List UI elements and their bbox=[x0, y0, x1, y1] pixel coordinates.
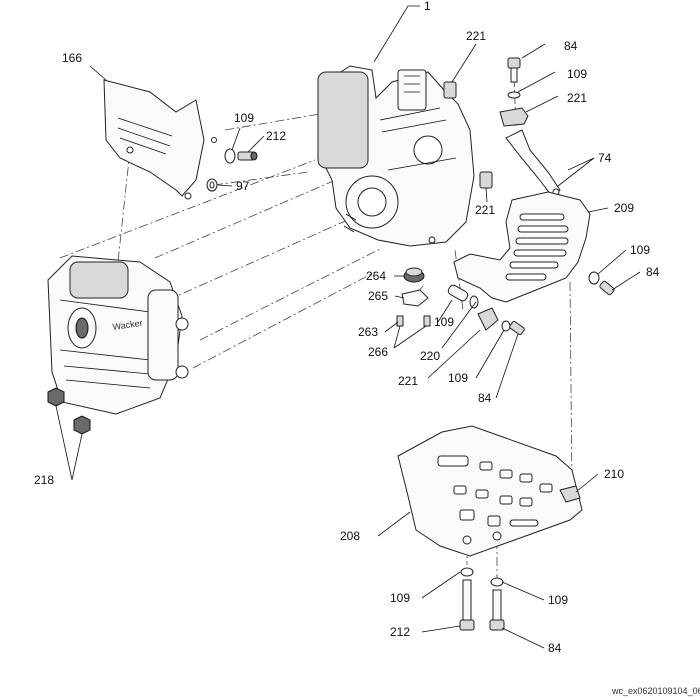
callout-263: 263 bbox=[358, 325, 378, 339]
callout-266: 266 bbox=[368, 345, 388, 359]
washer-109-center bbox=[469, 295, 479, 309]
clip-221-bottom bbox=[477, 307, 499, 331]
cap-264 bbox=[403, 267, 425, 283]
washer-109-low-right bbox=[490, 577, 504, 587]
bracket-74 bbox=[505, 129, 561, 197]
spacer-220 bbox=[447, 284, 469, 302]
bolt-84-right bbox=[599, 280, 615, 296]
bolt-212-low bbox=[459, 579, 475, 631]
callout-109-bottom: 109 bbox=[448, 371, 468, 385]
clip-221-right bbox=[499, 107, 529, 127]
callout-109-low-right: 109 bbox=[548, 593, 568, 607]
callout-84-center: 84 bbox=[478, 391, 492, 405]
nut-218-upper bbox=[47, 387, 65, 407]
washer-109-right bbox=[588, 271, 600, 285]
callout-84-top: 84 bbox=[564, 39, 578, 53]
clip-210 bbox=[559, 485, 581, 503]
callout-264: 264 bbox=[366, 269, 386, 283]
washer-109-low-left bbox=[460, 567, 474, 577]
bolt-212-upper bbox=[237, 151, 258, 161]
screw-263 bbox=[396, 315, 404, 327]
leader-lines bbox=[55, 5, 641, 649]
bolt-84-low bbox=[489, 589, 505, 631]
callout-221-mid: 221 bbox=[475, 203, 495, 217]
guard-209 bbox=[453, 191, 591, 303]
callout-208: 208 bbox=[340, 529, 360, 543]
callout-labels: 1 221 84 166 109 221 109 212 74 97 221 2… bbox=[34, 0, 660, 655]
callout-265: 265 bbox=[368, 289, 388, 303]
callout-84-right: 84 bbox=[646, 265, 660, 279]
callout-218: 218 bbox=[34, 473, 54, 487]
bolt-84-top bbox=[507, 57, 521, 83]
callout-109-upper: 109 bbox=[234, 111, 254, 125]
callout-166: 166 bbox=[62, 51, 82, 65]
bolt-84-center bbox=[509, 320, 525, 336]
callout-220: 220 bbox=[420, 349, 440, 363]
switch-265 bbox=[401, 289, 429, 307]
callout-221-top: 221 bbox=[466, 29, 486, 43]
callout-209: 209 bbox=[614, 201, 634, 215]
muffler: Wacker bbox=[47, 255, 189, 415]
nut-218-lower bbox=[73, 415, 91, 435]
callout-84-low: 84 bbox=[548, 641, 562, 655]
washer-109-bottom bbox=[501, 320, 511, 332]
skid-plate-208 bbox=[397, 425, 583, 557]
screw-266 bbox=[423, 315, 431, 327]
callout-109-top: 109 bbox=[567, 67, 587, 81]
callout-74: 74 bbox=[598, 151, 612, 165]
clip-221-top bbox=[443, 81, 457, 99]
callout-221-bottom: 221 bbox=[398, 374, 418, 388]
clip-221-mid bbox=[479, 171, 493, 189]
engine-1 bbox=[317, 65, 475, 247]
callout-221-right: 221 bbox=[567, 91, 587, 105]
assembly-guide-lines bbox=[59, 77, 573, 578]
callout-210: 210 bbox=[604, 467, 624, 481]
washer-97 bbox=[206, 178, 218, 192]
callout-212-upper: 212 bbox=[266, 129, 286, 143]
washer-109-upper bbox=[224, 148, 236, 164]
engine-logo: Wacker bbox=[112, 318, 143, 332]
callout-212-low: 212 bbox=[390, 625, 410, 639]
callout-109-low-left: 109 bbox=[390, 591, 410, 605]
washer-109-top bbox=[507, 91, 521, 99]
callout-97: 97 bbox=[236, 179, 250, 193]
callout-109-right: 109 bbox=[630, 243, 650, 257]
callout-1: 1 bbox=[424, 0, 431, 13]
heat-shield-166 bbox=[103, 79, 217, 200]
callout-109-center: 109 bbox=[434, 315, 454, 329]
drawing-code: wc_ex0620109104_06 bbox=[611, 686, 700, 696]
